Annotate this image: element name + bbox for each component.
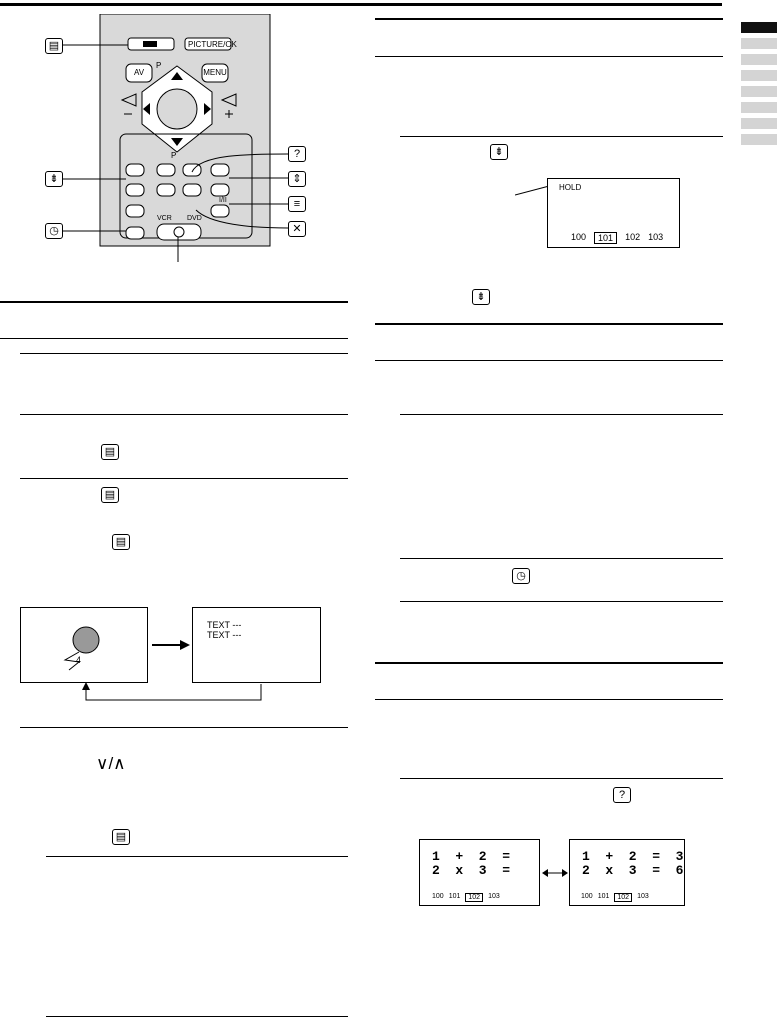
left-rule: [20, 353, 348, 354]
tv-screen: 4: [20, 607, 148, 683]
finger-digit: 4: [76, 655, 82, 665]
text-screen-line-1: TEXT ---: [207, 620, 242, 630]
hold-page-numbers: 100 101 102 103: [571, 232, 663, 244]
p-up-label: P: [156, 61, 162, 70]
return-arrow: [82, 682, 262, 701]
hold-icon: ⇟: [45, 171, 63, 187]
page-number: 100: [581, 893, 593, 900]
language-tab[interactable]: [741, 134, 777, 145]
vcr-label: VCR: [157, 215, 172, 222]
page-number: 102: [625, 232, 641, 242]
page-number: 103: [488, 893, 500, 900]
left-rule: [20, 478, 348, 479]
top-rule: [0, 3, 722, 6]
page-number: 100: [571, 232, 587, 242]
right-rule: [375, 360, 723, 361]
text-icon: ▤: [45, 38, 63, 54]
page-number: 101: [448, 893, 461, 900]
left-rule: [20, 727, 348, 728]
reveal-screen-after: 1 + 2 = 3 2 x 3 = 6 100 101 102 103: [569, 839, 685, 906]
right-rule: [375, 699, 723, 700]
hold-screen: HOLD 100 101 102 103: [547, 178, 680, 248]
text-icon: ▤: [112, 829, 130, 845]
reveal-before-line-1: 1 + 2 =: [432, 849, 511, 864]
hold-callout-line: [515, 184, 554, 196]
reveal-before-line-2: 2 x 3 =: [432, 863, 511, 878]
size-icon: ⇕: [288, 171, 306, 187]
left-rule: [46, 1016, 348, 1017]
menu-label: MENU: [203, 68, 227, 77]
reveal-icon: ?: [613, 787, 631, 803]
left-rule: [20, 414, 348, 415]
left-rule: [46, 856, 348, 857]
right-arrow: [152, 640, 190, 650]
page-number: 100: [432, 893, 444, 900]
language-tab[interactable]: [741, 86, 777, 97]
cancel-icon: ✕: [288, 221, 306, 237]
page-number-current: 102: [614, 893, 633, 902]
language-tab-active[interactable]: [741, 22, 777, 33]
remote-control-illustration: [62, 14, 289, 262]
page-number-current: 102: [465, 893, 484, 902]
language-tab[interactable]: [741, 38, 777, 49]
reveal-before-pages: 100 101 102 103: [432, 893, 500, 902]
page-number-current: 101: [594, 232, 618, 244]
right-rule: [400, 558, 723, 559]
toggle-arrow: [542, 869, 568, 877]
clock-icon: ◷: [45, 223, 63, 239]
dual-label: I/II: [219, 197, 227, 204]
reveal-after-line-1: 1 + 2 = 3: [582, 849, 684, 864]
right-rule: [400, 601, 723, 602]
reveal-after-pages: 100 101 102 103: [581, 893, 649, 902]
right-section-rule: [375, 323, 723, 325]
hold-label: HOLD: [559, 183, 582, 192]
language-tab[interactable]: [741, 102, 777, 113]
page-number: 103: [648, 232, 664, 242]
right-rule: [375, 56, 723, 57]
left-rule: [0, 338, 348, 339]
language-tab[interactable]: [741, 54, 777, 65]
av-label: AV: [133, 68, 145, 77]
text-screen: TEXT --- TEXT ---: [192, 607, 321, 683]
language-tab[interactable]: [741, 118, 777, 129]
right-section-rule: [375, 662, 723, 664]
text-screen-line-2: TEXT ---: [207, 630, 242, 640]
finger-press-illustration: [63, 626, 100, 671]
right-rule: [400, 414, 723, 415]
page-number: 101: [597, 893, 610, 900]
reveal-screen-before: 1 + 2 = 2 x 3 = 100 101 102 103: [419, 839, 540, 906]
text-icon: ▤: [101, 444, 119, 460]
hold-icon: ⇟: [472, 289, 490, 305]
right-section-rule: [375, 18, 723, 20]
hold-icon: ⇟: [490, 144, 508, 160]
channel-arrows: ∨/∧: [96, 754, 126, 773]
text-icon: ▤: [101, 487, 119, 503]
picture-ok-label: PICTURE/OK: [188, 40, 237, 49]
clock-icon: ◷: [512, 568, 530, 584]
left-section-rule: [0, 301, 348, 303]
dvd-label: DVD: [187, 215, 202, 222]
text-icon: ▤: [112, 534, 130, 550]
right-rule: [400, 778, 723, 779]
language-tab[interactable]: [741, 70, 777, 81]
index-icon: ≡: [288, 196, 306, 212]
page-number: 103: [637, 893, 649, 900]
right-rule: [400, 136, 723, 137]
p-down-label: P: [171, 151, 177, 160]
reveal-icon: ?: [288, 146, 306, 162]
reveal-after-line-2: 2 x 3 = 6: [582, 863, 684, 878]
